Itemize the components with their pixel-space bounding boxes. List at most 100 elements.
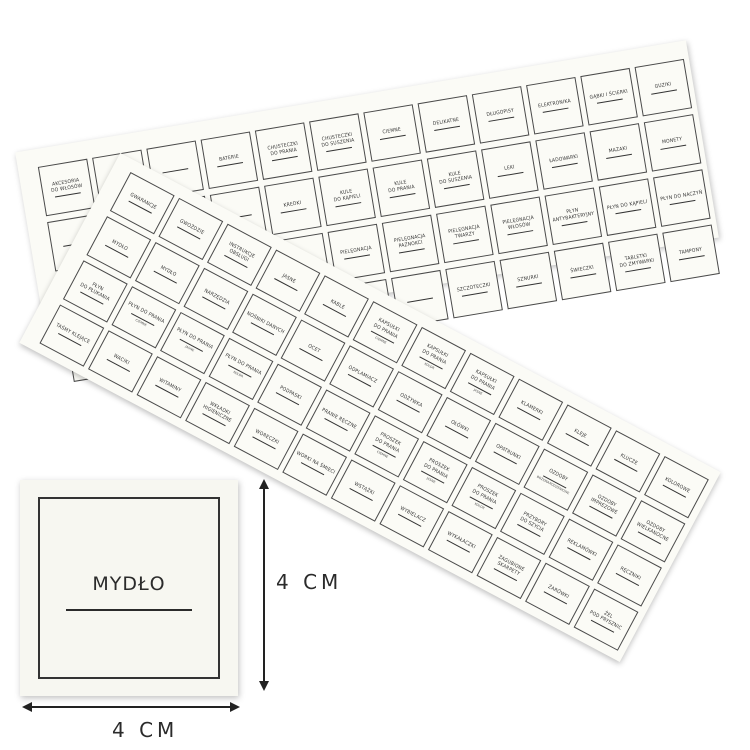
demo-label-text: MYDŁO [92, 573, 166, 595]
sticker-label-text: PIELĘGNACJA WŁOSÓW [502, 214, 535, 232]
sticker-label-rule [605, 153, 633, 160]
sticker-label-text: PIELĘGNACJA PAZNOKCI [393, 232, 426, 250]
sticker-label-text: KREDKI [283, 199, 302, 209]
sticker-label-text: PODPASKI [278, 384, 303, 402]
sticker-label: DELIKATNE [417, 95, 476, 153]
sticker-label: MONETY [643, 114, 702, 172]
sticker-label-rule [453, 239, 480, 245]
sticker-label-rule [561, 221, 588, 227]
sticker-label-rule [660, 144, 687, 151]
sticker-label-rule [570, 273, 597, 279]
sticker-label-rule [615, 209, 642, 215]
sticker-label: PŁYN DO NACZYŃ [653, 169, 711, 227]
sticker-label-rule [344, 254, 371, 260]
sticker-label-text: ŚWIECZKI [570, 264, 595, 275]
sticker-label-rule [406, 297, 434, 303]
sticker-label-rule [650, 89, 678, 95]
sticker-label-rule [389, 193, 416, 199]
sticker-label: SZNURKI [499, 251, 558, 310]
sticker-label-rule [507, 230, 534, 236]
sticker-label-rule [497, 171, 524, 178]
sticker-label-rule [596, 98, 623, 104]
sticker-label: ŚWIECZKI [553, 242, 612, 301]
sticker-label-rule [515, 282, 543, 288]
sticker-label-rule [624, 267, 652, 273]
sticker-label-rule [461, 291, 488, 297]
sticker-label-text: CHUSTECZKI DO PRANIA [267, 140, 299, 158]
sticker-label-text: PŁYN DO KĄPIELI [606, 198, 648, 212]
sticker-label-text: OŁÓWKI [449, 418, 470, 434]
sticker-label-text: KULE DO PRANIA [387, 179, 416, 195]
demo-label-frame: MYDŁO [38, 497, 220, 679]
sticker-label-text: KLAMERKI [519, 399, 544, 417]
sticker-label-text: INSTRUKCJE OBSŁUGI [227, 240, 256, 264]
width-arrow [22, 702, 240, 712]
sticker-label: ŁADOWARKI [535, 132, 593, 190]
sticker-label-text: KLUCZE [619, 452, 639, 467]
sticker-label: BATERIE [200, 131, 259, 190]
sticker-label-text: SZNURKI [516, 273, 540, 284]
sticker-label: CHUSTECZKI DO SUSZENIA [309, 113, 367, 171]
sticker-label-rule [217, 162, 244, 168]
sticker-label-text: KULE DO KĄPIELI [333, 188, 362, 204]
sticker-label-rule [326, 147, 353, 153]
sticker-label-text: PŁYN DO NACZYŃ [659, 189, 704, 203]
sticker-label: SZCZOTECZKI [445, 260, 503, 319]
sticker-label: KULE DO KĄPIELI [318, 168, 376, 227]
sticker-label-rule [542, 107, 569, 114]
sticker-label: PŁYN DO KĄPIELI [598, 178, 657, 236]
sticker-label-rule [271, 156, 298, 162]
sticker-label: ELEKTRONIKA [526, 76, 584, 135]
sticker-label-rule [379, 134, 406, 141]
sticker-label: KULE DO SUSZENIA [426, 150, 485, 208]
demo-label-rule [66, 609, 192, 611]
sticker-label-rule [443, 184, 470, 190]
demo-label-card: MYDŁO [20, 480, 238, 696]
sticker-label-rule [488, 116, 515, 123]
sticker-label: GĄBKI I ŚCIERKI [580, 67, 638, 126]
sticker-label-text: RĘCZNIKI [619, 565, 642, 582]
sticker-label-rule [434, 125, 461, 132]
sticker-label-rule [551, 162, 578, 169]
sticker-label: KREDKI [264, 177, 322, 236]
sticker-label-text: PIELĘGNACJA TWARZY [447, 223, 481, 241]
sticker-label: PIELĘGNACJA WŁOSÓW [490, 196, 548, 255]
sticker-label-subtext: CIEMNE [134, 317, 148, 327]
sticker-label-rule [280, 208, 307, 214]
sticker-label: GUZIKI [634, 58, 693, 117]
sticker-label-rule [335, 202, 362, 208]
sticker-label: KULE DO PRANIA [372, 159, 431, 218]
sticker-label: CHUSTECZKI DO PRANIA [254, 122, 313, 180]
sticker-label: PŁYN ANTYBAKTERYJNY [544, 187, 603, 246]
sticker-label: DŁUGOPISY [471, 86, 530, 144]
sticker-label: CIEMNE [363, 104, 421, 162]
sticker-label-text: BATERIE [218, 153, 240, 163]
sticker-label-text: TAMPONY [678, 246, 703, 257]
sticker-label: PIELĘGNACJA TWARZY [436, 205, 494, 264]
sticker-label-rule [162, 168, 189, 174]
sticker-label: LEKI [481, 141, 539, 199]
width-dimension-label: 4 CM [112, 718, 179, 742]
sticker-label-text: CIEMNE [382, 126, 402, 136]
sticker-label: AKCESORIA DO WŁOSÓW [37, 158, 96, 217]
sticker-label: PIELĘGNACJA PAZNOKCI [381, 214, 440, 273]
sticker-label-text: GUZIKI [654, 81, 672, 90]
sticker-label-text: WITAMINY [157, 377, 183, 394]
sticker-label-text: PŁYN DO PŁUKANIA [78, 281, 111, 303]
height-dimension-label: 4 CM [276, 570, 343, 594]
sticker-label-text: MONETY [661, 136, 683, 146]
sticker-label-text: OZDOBY IMPREZOWE [589, 493, 619, 517]
sticker-label: TAMPONY [662, 224, 720, 283]
sticker-label-subtext: CIEMNE [374, 335, 388, 345]
sticker-label: MAZAKI [589, 123, 648, 181]
sticker-label-text: LEKI [503, 164, 516, 172]
sticker-label-text: ZAGUBIONE SKARPETY [496, 553, 526, 578]
sticker-label-rule [54, 192, 82, 198]
sticker-label-rule [398, 248, 425, 254]
sticker-label: TABLETKI DO ZMYWARKI [608, 233, 666, 292]
sticker-label-rule [669, 199, 696, 206]
sticker-label-text: WKŁADKI HIGIENICZNE [201, 400, 233, 425]
sticker-label-rule [678, 255, 705, 261]
height-arrow [259, 479, 269, 691]
sticker-label-text: PRZYBORY DO SZYCIA [518, 510, 548, 534]
